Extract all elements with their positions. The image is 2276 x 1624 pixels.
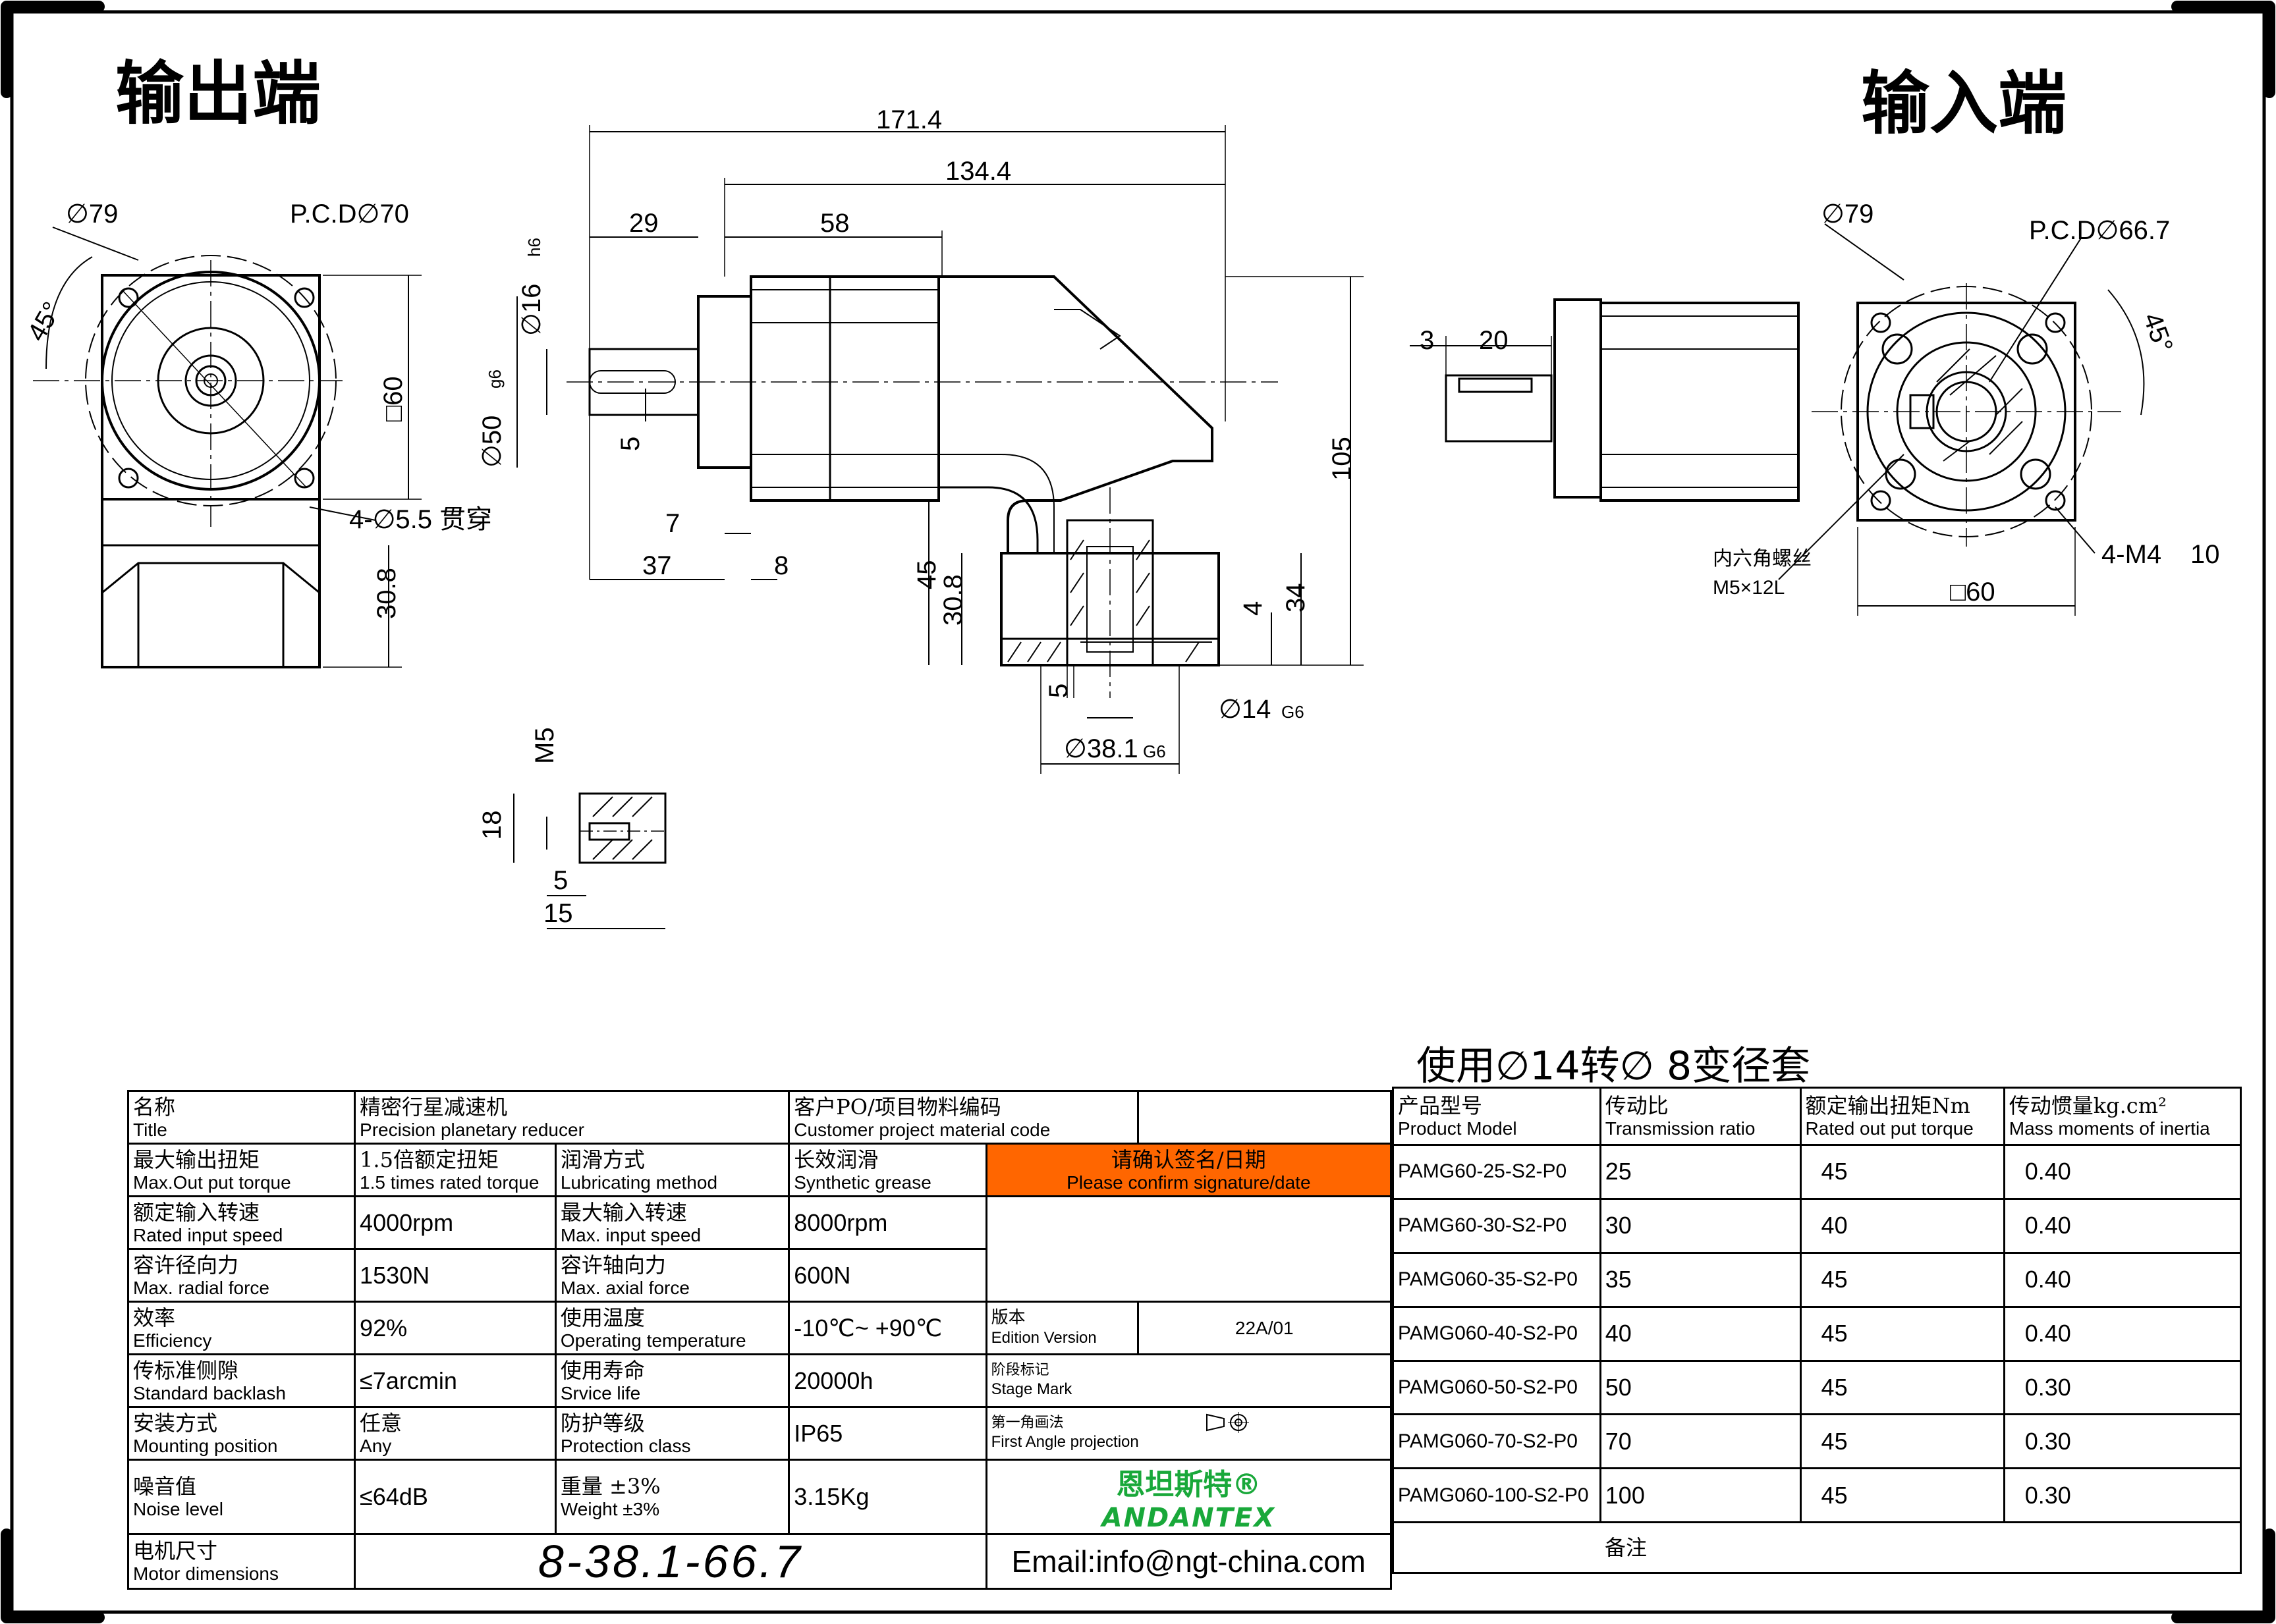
out-height-label: 30.8 [372, 568, 401, 619]
bore-dia-label: ∅14 [1219, 695, 1271, 724]
key-5-label: 5 [616, 437, 645, 451]
len-58-label: 58 [820, 209, 850, 238]
output-end-title: 输出端 [115, 53, 321, 134]
dim-5c-label: 5 [553, 866, 568, 895]
in-3-label: 3 [1420, 326, 1434, 355]
adapter-title: 使用∅14转∅ 8变径套 [1416, 1043, 1811, 1089]
dim-5b-label: 5 [1044, 684, 1073, 698]
motor-dimensions-value: 8-38.1-66.7 [538, 1536, 803, 1587]
out-square-label: □60 [379, 376, 408, 421]
side-view [516, 125, 1364, 774]
in-holes-label: 4-M4 [2101, 540, 2161, 569]
input-end-view [1778, 223, 2145, 616]
input-end-title: 输入端 [1861, 63, 2067, 144]
len-total-label: 171.4 [876, 105, 942, 134]
out-pcd-label: P.C.D∅70 [290, 200, 409, 229]
dim-7-label: 7 [665, 509, 680, 538]
customer-code-value [1136, 1090, 1393, 1145]
in-depth-label: 10 [2190, 540, 2220, 569]
input-side-view [1410, 298, 1800, 502]
in-screw-cn-label: 内六角螺丝 [1713, 547, 1812, 570]
dim-18-label: 18 [478, 811, 507, 840]
len-29-label: 29 [629, 209, 659, 238]
in-20-label: 20 [1479, 326, 1509, 355]
dim-45-label: 45 [912, 560, 941, 590]
in-dia-label: ∅79 [1821, 200, 1874, 229]
dim-30-8-label: 30.8 [939, 574, 968, 626]
in-pcd-label: P.C.D∅66.7 [2029, 216, 2170, 245]
in-square-label: □60 [1950, 578, 1995, 607]
remark-label: 备注 [1605, 1535, 1648, 1561]
out-angle-label: 45° [22, 297, 67, 346]
m5-label: M5 [530, 727, 559, 764]
dim-15-label: 15 [543, 899, 573, 928]
email-text: Email:info@ngt-china.com [1011, 1544, 1366, 1579]
in-angle-label: 45° [2138, 309, 2179, 356]
out-holes-label: 4-∅5.5 贯穿 [349, 505, 492, 534]
len-body-label: 134.4 [945, 157, 1011, 186]
shaft-tol-label: h6 [524, 238, 544, 257]
dim-4-label: 4 [1238, 601, 1267, 616]
shaft-dia-label: ∅16 [517, 284, 546, 336]
first-angle-projection-icon [1206, 1412, 1249, 1433]
output-end-view [33, 227, 422, 668]
pilot-dia-label: ∅50 [478, 416, 507, 468]
dim-37-label: 37 [642, 551, 672, 580]
dim-105-label: 105 [1327, 437, 1356, 481]
bore-tol-label: G6 [1281, 702, 1304, 722]
spigot-dia-label: ∅38.1 [1064, 734, 1138, 763]
dim-8-label: 8 [774, 551, 789, 580]
in-screw-en-label: M5×12L [1713, 577, 1785, 599]
out-dia-label: ∅79 [66, 200, 118, 229]
signature-area[interactable] [985, 1195, 1393, 1303]
spigot-tol-label: G6 [1143, 742, 1166, 761]
pilot-tol-label: g6 [485, 369, 505, 389]
company-logo: 恩坦斯特®ANDANTEX [985, 1459, 1393, 1535]
adapter-sleeve-detail [513, 792, 667, 929]
dim-34-label: 34 [1281, 583, 1310, 613]
